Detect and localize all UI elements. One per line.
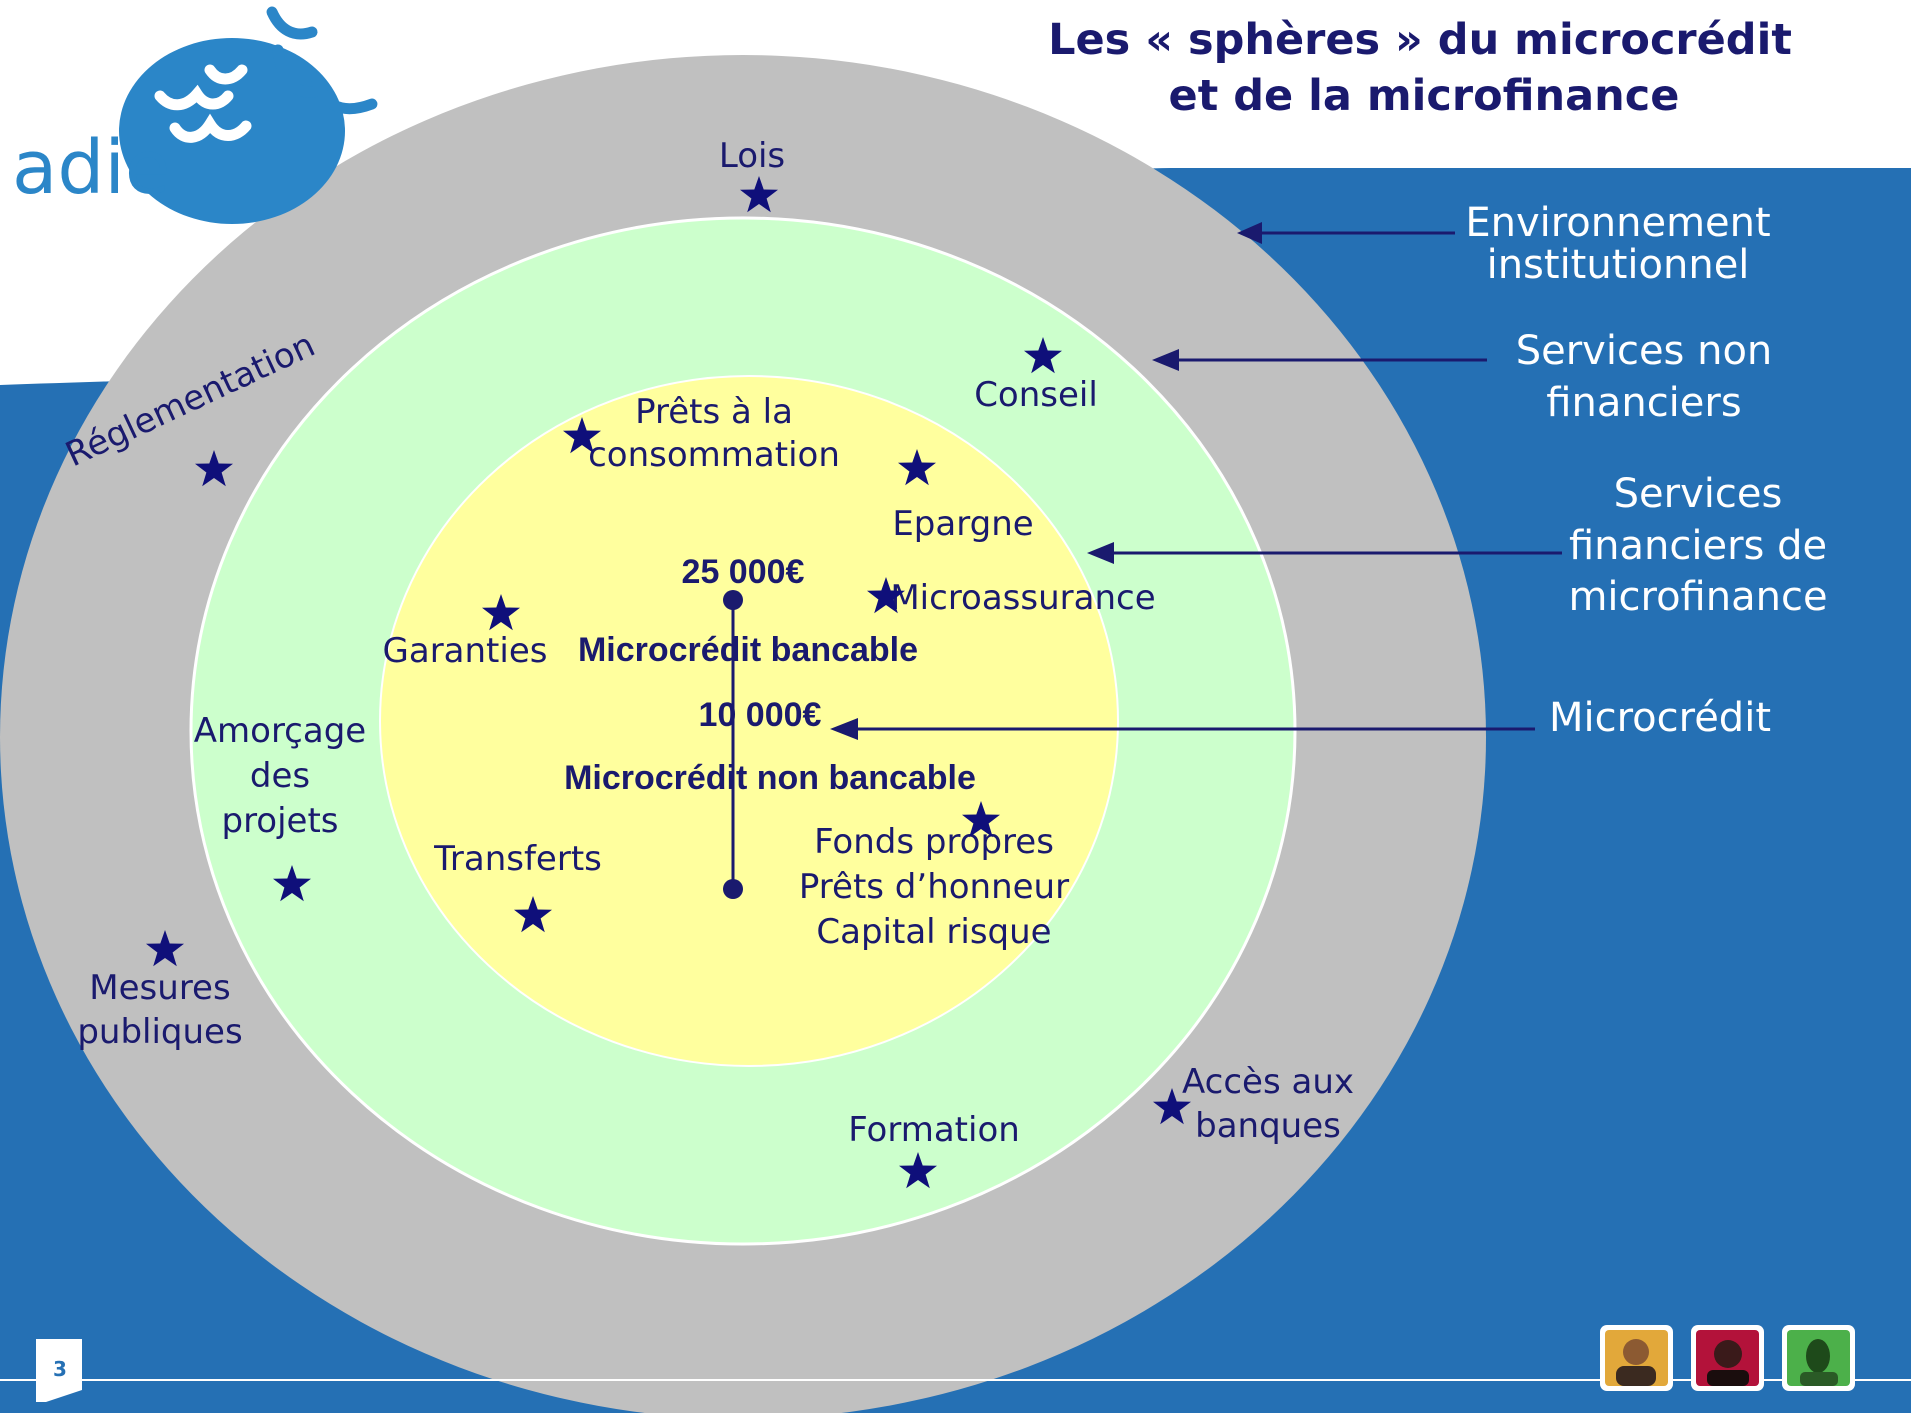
microcredit-lower-amount: 10 000€ — [699, 696, 822, 734]
label-lois: Lois — [719, 136, 785, 176]
label-garanties: Garanties — [383, 631, 548, 671]
adie-logo: adie — [12, 6, 378, 224]
slide-title-line2: et de la microfinance — [1169, 71, 1680, 121]
microcredit-upper-amount: 25 000€ — [682, 553, 805, 591]
legend-microcredit: Microcrédit — [1549, 695, 1771, 741]
label-transferts: Transferts — [433, 839, 602, 879]
label-prets-a-la: Prêts à la — [635, 392, 793, 432]
footer — [0, 1339, 1911, 1402]
person-photo-icon — [1600, 1325, 1673, 1391]
label-formation: Formation — [848, 1110, 1020, 1150]
legend-line: Environnement — [1465, 200, 1770, 246]
label-publiques: publiques — [77, 1012, 242, 1052]
label-consommation: consommation — [588, 435, 840, 475]
legend-line: microfinance — [1568, 574, 1827, 620]
label-prets-d-honneur: Prêts d’honneur — [799, 867, 1069, 907]
legend-line: Services non — [1516, 328, 1773, 374]
microcredit-scale — [723, 590, 743, 899]
legend-line: institutionnel — [1487, 242, 1750, 288]
label-amorcage: Amorçage — [194, 711, 366, 751]
label-des: des — [250, 756, 310, 796]
label-projets: projets — [221, 801, 338, 841]
adie-logo-text: adie — [12, 125, 170, 211]
label-acces-aux: Accès aux — [1182, 1062, 1354, 1102]
legend-line: financiers de — [1569, 523, 1827, 569]
legend-line: Services — [1614, 471, 1783, 517]
microcredit-lower-label: Microcrédit non bancable — [564, 759, 976, 797]
legend-environment-institutionnel: Environnement institutionnel — [1465, 200, 1770, 288]
person-photo-icon — [1691, 1325, 1764, 1391]
legend-services-non-financiers: Services non financiers — [1516, 328, 1773, 426]
bird-icon — [266, 6, 378, 115]
person-photo-icon — [1782, 1325, 1855, 1391]
slide-title-line1: Les « sphères » du microcrédit — [1048, 15, 1792, 65]
legend-line: financiers — [1546, 380, 1741, 426]
label-microassurance: Microassurance — [890, 578, 1155, 618]
label-capital-risque: Capital risque — [816, 912, 1051, 952]
sphere-financial-services — [379, 375, 1119, 1067]
page-number: 3 — [53, 1357, 67, 1381]
legend-arrows — [830, 222, 1562, 740]
label-conseil: Conseil — [974, 375, 1098, 415]
bird-icon — [154, 64, 252, 143]
legend-services-financiers: Services financiers de microfinance — [1568, 471, 1827, 620]
label-banques: banques — [1195, 1106, 1341, 1146]
label-fonds-propres: Fonds propres — [814, 822, 1054, 862]
microcredit-upper-label: Microcrédit bancable — [578, 631, 918, 669]
label-epargne: Epargne — [892, 504, 1033, 544]
label-mesures: Mesures — [89, 968, 230, 1008]
